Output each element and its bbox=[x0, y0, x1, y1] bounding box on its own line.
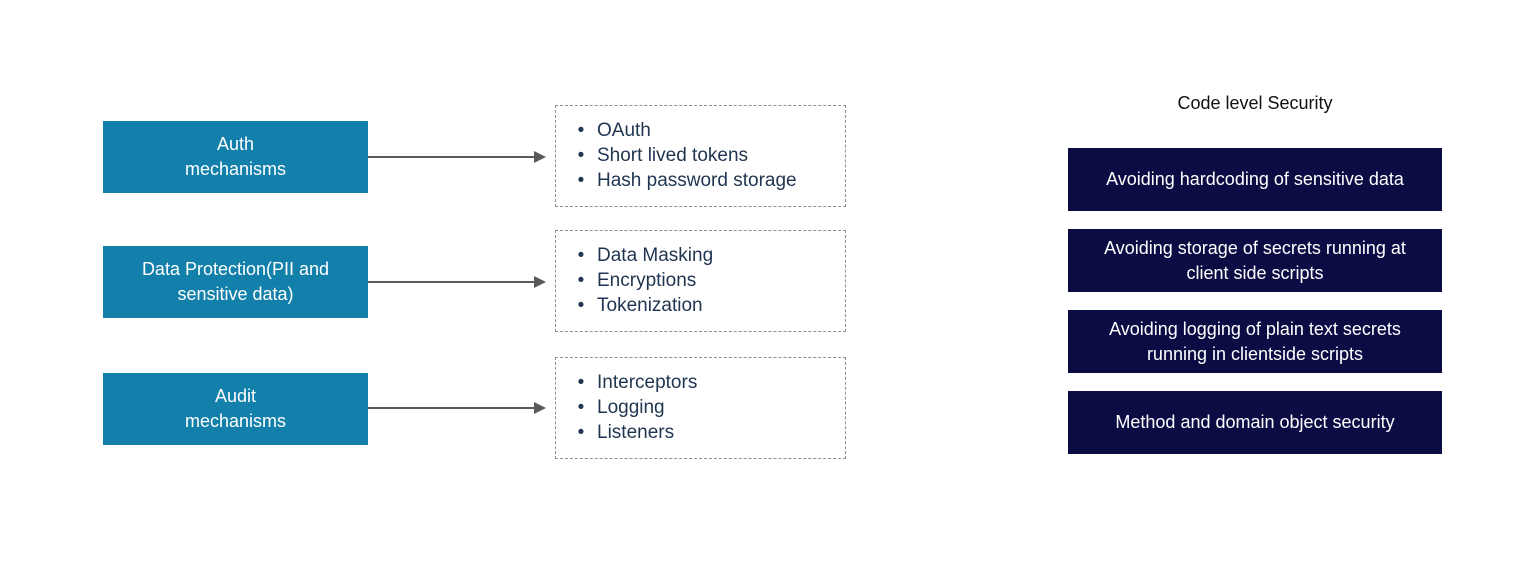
auth-box-line1: Auth bbox=[216, 134, 255, 154]
list-item: • Hash password storage bbox=[576, 168, 797, 193]
audit-box-line2: mechanisms bbox=[184, 411, 287, 431]
bullet-icon: • bbox=[577, 245, 585, 266]
list-item-text: Listeners bbox=[597, 422, 675, 443]
auth-box-line2: mechanisms bbox=[184, 159, 287, 179]
auth-mechanisms-box: Auth mechanisms bbox=[103, 121, 368, 193]
code-security-item-text: Avoiding storage of secrets running at c… bbox=[1104, 237, 1406, 283]
data-protection-details-list: • Data Masking • Encryptions • Tokenization bbox=[576, 243, 714, 318]
list-item: • Data Masking bbox=[576, 243, 714, 268]
code-security-item-text: Method and domain object security bbox=[1115, 412, 1395, 432]
bullet-icon: • bbox=[577, 120, 585, 141]
auth-details-box: • OAuth • Short lived tokens • Hash passwor… bbox=[555, 105, 846, 207]
auth-details-list: • OAuth • Short lived tokens • Hash passwor… bbox=[576, 118, 797, 193]
bullet-icon: • bbox=[577, 145, 585, 166]
audit-mechanisms-box: Audit mechanisms bbox=[103, 373, 368, 445]
audit-details-list: • Interceptors • Logging • Listeners bbox=[576, 370, 698, 445]
list-item: • Tokenization bbox=[576, 293, 713, 318]
list-item-text: OAuth bbox=[597, 120, 651, 141]
list-item: • Encryptions bbox=[576, 268, 713, 293]
code-security-item: Method and domain object security bbox=[1068, 391, 1442, 454]
list-item: • Short lived tokens bbox=[576, 143, 797, 168]
code-security-item-text: Avoiding hardcoding of sensitive data bbox=[1106, 169, 1404, 189]
list-item: • OAuth bbox=[576, 118, 797, 143]
list-item: • Interceptors bbox=[576, 370, 698, 395]
bullet-icon: • bbox=[577, 295, 585, 316]
data-protection-box: Data Protection(PII and sensitive data) bbox=[103, 246, 368, 318]
bullet-icon: • bbox=[577, 270, 585, 291]
list-item-text: Tokenization bbox=[597, 295, 703, 316]
list-item-text: Interceptors bbox=[597, 372, 698, 393]
code-security-item: Avoiding logging of plain text secrets r… bbox=[1068, 310, 1442, 373]
list-item: • Listeners bbox=[576, 420, 697, 445]
bullet-icon: • bbox=[577, 422, 585, 443]
data-protection-box-line2: sensitive data) bbox=[177, 284, 294, 304]
bullet-icon: • bbox=[577, 397, 585, 418]
arrow-connector-data-protection bbox=[368, 276, 546, 288]
data-protection-box-line1: Data Protection(PII and bbox=[141, 259, 330, 279]
code-security-item: Avoiding hardcoding of sensitive data bbox=[1068, 148, 1442, 211]
list-item: • Logging bbox=[576, 395, 697, 420]
bullet-icon: • bbox=[577, 372, 585, 393]
list-item-text: Encryptions bbox=[597, 270, 697, 291]
arrow-connector-audit bbox=[368, 402, 546, 414]
list-item-text: Short lived tokens bbox=[597, 145, 749, 166]
list-item-text: Hash password storage bbox=[597, 170, 797, 191]
audit-box-line1: Audit bbox=[214, 386, 257, 406]
arrow-connector-auth bbox=[368, 151, 546, 163]
bullet-icon: • bbox=[577, 170, 585, 191]
list-item-text: Data Masking bbox=[597, 245, 714, 266]
audit-details-box: • Interceptors • Logging • Listeners bbox=[555, 357, 846, 459]
list-item-text: Logging bbox=[597, 397, 665, 418]
code-security-item-text: Avoiding logging of plain text secrets r… bbox=[1109, 318, 1401, 364]
data-protection-details-box: • Data Masking • Encryptions • Tokenization bbox=[555, 230, 846, 332]
code-security-item: Avoiding storage of secrets running at c… bbox=[1068, 229, 1442, 292]
code-security-title: Code level Security bbox=[1177, 93, 1333, 113]
